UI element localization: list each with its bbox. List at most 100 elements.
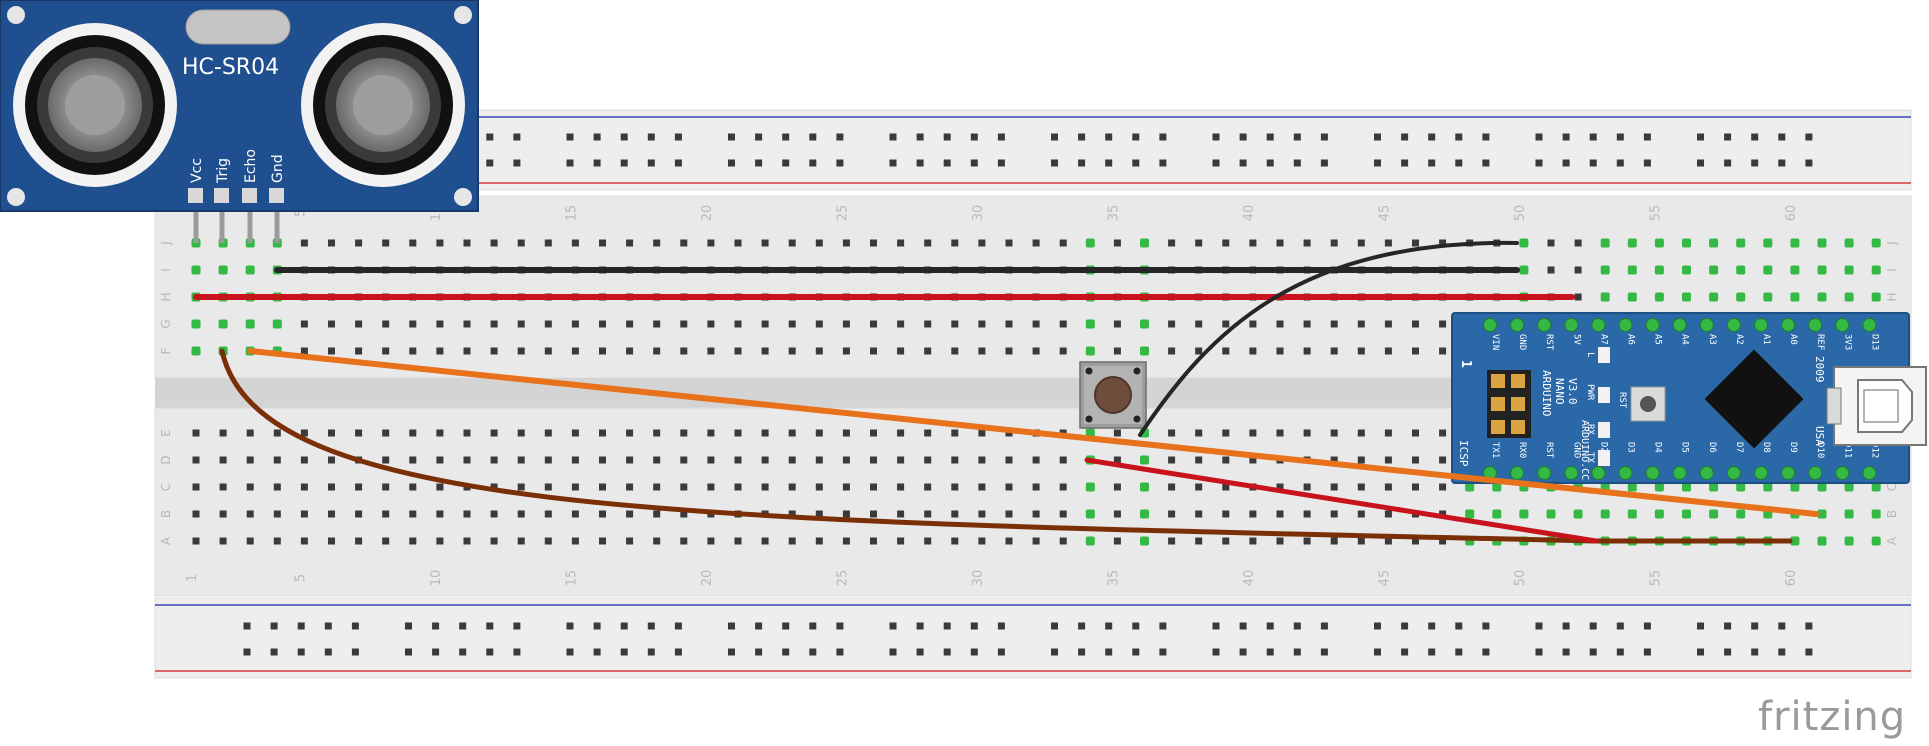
transducer-right	[301, 23, 465, 187]
column-number-bottom: 10	[429, 570, 444, 587]
breadboard-hole	[409, 456, 417, 464]
nano-pin-label-top: REF	[1815, 334, 1825, 350]
rail-hole	[1078, 159, 1086, 167]
board-name-nano: NANO	[1553, 378, 1566, 405]
rail-hole	[1212, 648, 1220, 656]
breadboard-hole	[1276, 429, 1284, 437]
wire-brown-trig	[219, 348, 1793, 544]
breadboard-hole	[517, 347, 525, 355]
nano-pin-label-top: VIN	[1490, 334, 1500, 350]
breadboard-hole	[978, 456, 986, 464]
breadboard-hole	[815, 320, 823, 328]
rail-hole	[1105, 133, 1113, 141]
breadboard-hole	[1059, 456, 1067, 464]
breadboard-hole	[1547, 266, 1555, 274]
rail-hole	[782, 622, 790, 630]
breadboard-hole	[1195, 320, 1203, 328]
breadboard-hole	[1654, 238, 1664, 248]
breadboard-hole	[1005, 456, 1013, 464]
breadboard-hole	[951, 537, 959, 545]
rail-hole	[1374, 648, 1381, 656]
breadboard-hole	[517, 537, 525, 545]
year-label: 2009	[1813, 356, 1826, 383]
column-number-top: 25	[835, 205, 850, 222]
rail-hole	[593, 133, 601, 141]
row-label-e: E	[159, 429, 173, 437]
breadboard-hole	[1412, 347, 1419, 355]
breadboard-hole	[924, 483, 932, 491]
rail-hole	[997, 622, 1005, 630]
breadboard-hole	[1168, 510, 1176, 518]
breadboard-hole	[897, 537, 905, 545]
breadboard-hole	[599, 483, 606, 491]
breadboard-hole	[626, 320, 634, 328]
breadboard-hole	[246, 429, 254, 437]
rail-hole	[1616, 159, 1624, 167]
breadboard-hole	[517, 456, 525, 464]
pin-label-trig: Trig	[215, 158, 231, 184]
breadboard-hole	[1439, 537, 1447, 545]
breadboard-hole	[490, 510, 498, 518]
breadboard-hole	[1059, 239, 1067, 247]
breadboard-hole	[517, 510, 525, 518]
rail-hole	[1051, 648, 1058, 656]
rail-hole	[297, 622, 305, 630]
breadboard-hole	[1682, 265, 1691, 275]
rail-hole	[1751, 648, 1759, 656]
breadboard-hole	[1817, 482, 1827, 492]
breadboard-hole	[1005, 347, 1013, 355]
rail-hole	[1401, 648, 1409, 656]
rail-hole	[836, 133, 844, 141]
rail-hole	[1051, 159, 1058, 167]
breadboard-hole	[463, 239, 471, 247]
nano-pin-top	[1618, 318, 1633, 332]
breadboard-hole	[192, 537, 200, 545]
breadboard-hole	[1574, 293, 1582, 301]
breadboard-hole	[1682, 509, 1691, 519]
breadboard-hole	[653, 429, 661, 437]
breadboard-hole	[382, 239, 390, 247]
breadboard-hole	[571, 456, 579, 464]
breadboard-hole	[1032, 510, 1040, 518]
nano-pin-bottom	[1510, 466, 1525, 480]
breadboard-hole	[734, 537, 742, 545]
rail-hole	[1482, 133, 1490, 141]
breadboard-hole	[1736, 292, 1746, 302]
breadboard-hole	[1140, 238, 1149, 248]
breadboard-hole	[626, 483, 634, 491]
rail-hole	[782, 159, 790, 167]
rail-hole	[1266, 648, 1274, 656]
row-label-i: I	[159, 268, 173, 272]
rail-hole	[270, 622, 278, 630]
breadboard-hole	[1140, 319, 1149, 329]
rail-hole	[1078, 133, 1086, 141]
rail-hole	[1266, 622, 1274, 630]
rail-hole	[1159, 133, 1167, 141]
rail-hole	[1159, 622, 1167, 630]
column-number-top: 45	[1377, 205, 1392, 222]
breadboard-hole	[382, 537, 390, 545]
rail-hole	[889, 133, 897, 141]
nano-pin-top	[1510, 318, 1525, 332]
row-label-j: J	[1885, 241, 1899, 246]
rail-hole	[486, 159, 494, 167]
breadboard-hole	[815, 429, 823, 437]
rail-hole	[1643, 133, 1651, 141]
nano-pin-label-top: A5	[1653, 334, 1663, 345]
breadboard-hole	[355, 510, 363, 518]
breadboard-hole	[1168, 320, 1176, 328]
breadboard-hole	[1790, 536, 1800, 546]
breadboard-hole	[1303, 239, 1311, 247]
breadboard-hole	[273, 537, 281, 545]
rail-hole	[1724, 622, 1732, 630]
rail-hole	[566, 648, 574, 656]
column-number-bottom: 60	[1784, 570, 1799, 587]
rail-hole	[513, 159, 521, 167]
column-number-bottom: 30	[971, 570, 986, 587]
breadboard-hole	[1330, 537, 1338, 545]
nano-pin-bottom	[1591, 466, 1606, 480]
rail-hole	[1724, 648, 1732, 656]
breadboard-hole	[1844, 238, 1854, 248]
nano-pin-label-bottom: TX1	[1490, 442, 1500, 458]
rail-hole	[1239, 133, 1247, 141]
